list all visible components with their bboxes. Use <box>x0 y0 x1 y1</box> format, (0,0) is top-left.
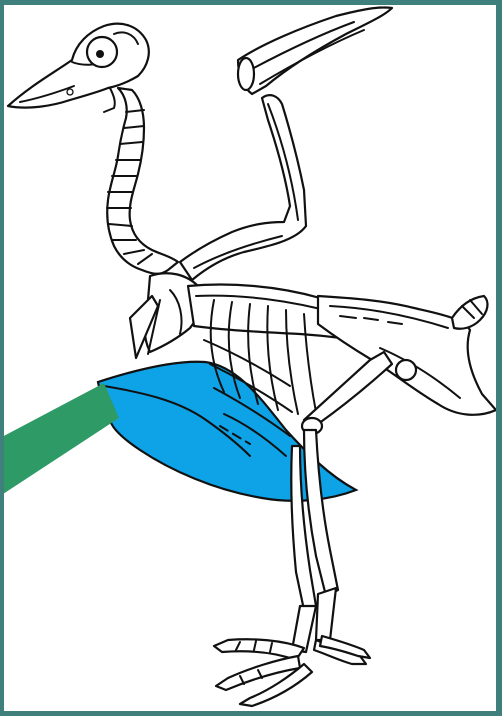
legs <box>291 352 392 652</box>
wing <box>180 7 392 280</box>
bird-skeleton-diagram <box>4 5 496 711</box>
neck-vertebrae <box>107 88 178 274</box>
feet <box>214 636 370 706</box>
pointer-arrow <box>4 383 119 496</box>
diagram-canvas <box>4 5 496 711</box>
